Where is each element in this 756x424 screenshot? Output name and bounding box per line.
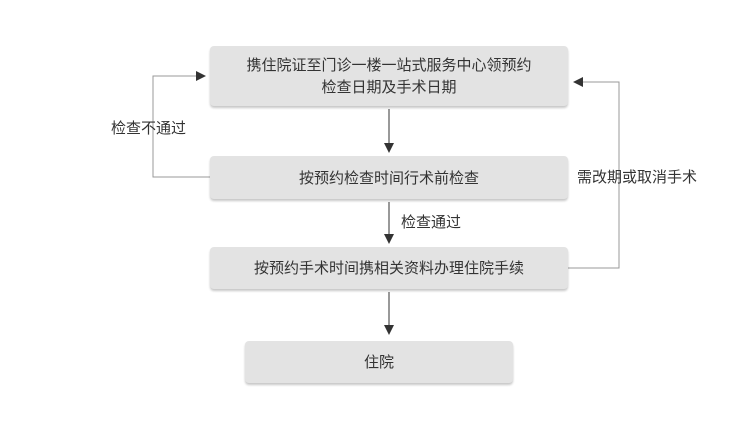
step1-node: 携住院证至门诊一楼一站式服务中心领预约 检查日期及手术日期	[210, 46, 568, 106]
arrow-fail-loop	[152, 71, 210, 178]
step1-line2: 检查日期及手术日期	[321, 78, 457, 96]
pass-label: 检查通过	[401, 213, 462, 231]
fail-label: 检查不通过	[111, 119, 187, 137]
step2-node: 按预约检查时间行术前检查	[210, 156, 568, 199]
step1-line1: 携住院证至门诊一楼一站式服务中心领预约	[246, 56, 532, 74]
change-label: 需改期或取消手术	[577, 168, 698, 186]
step4-text: 住院	[363, 353, 394, 371]
step4-node: 住院	[245, 341, 513, 383]
arrow-change-loop	[568, 77, 620, 269]
step2-text: 按预约检查时间行术前检查	[298, 168, 479, 187]
step3-node: 按预约手术时间携相关资料办理住院手续	[210, 247, 568, 289]
step3-text: 按预约手术时间携相关资料办理住院手续	[253, 259, 524, 277]
